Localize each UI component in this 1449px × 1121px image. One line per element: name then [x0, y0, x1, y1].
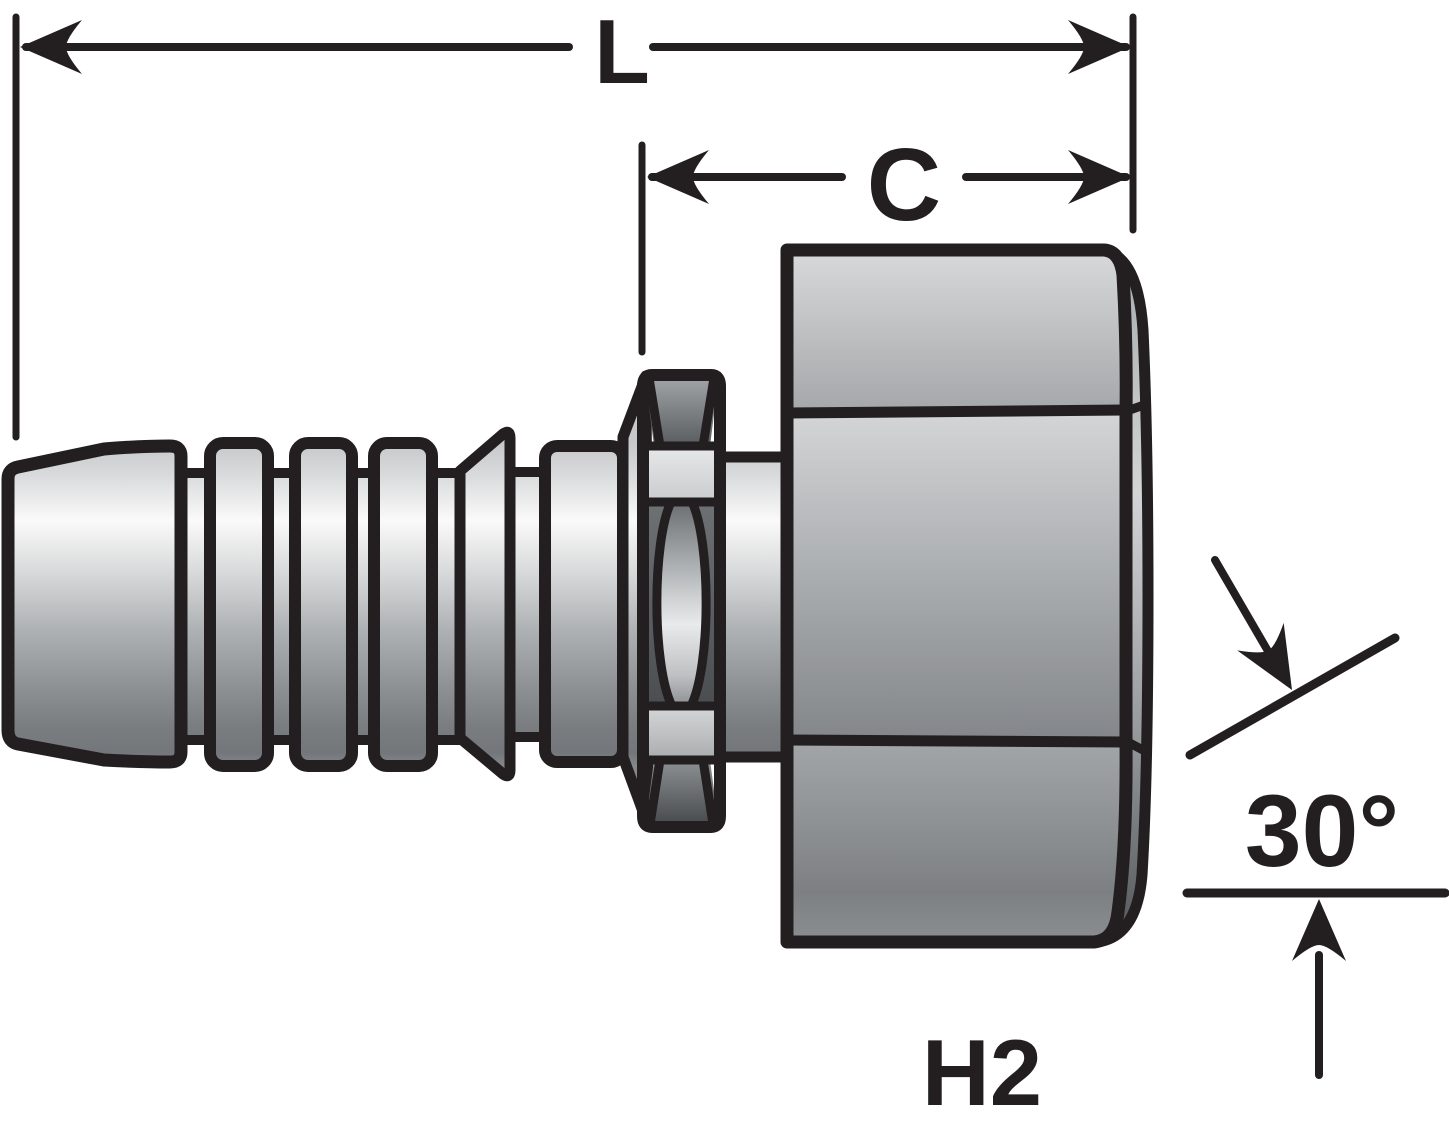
leader-line	[1211, 556, 1276, 662]
neck	[712, 451, 795, 763]
seat-angle-annotation	[1182, 556, 1449, 1079]
nut-outline	[780, 243, 1133, 949]
barb-ring	[368, 437, 438, 772]
label-cutoff-length: C	[867, 127, 941, 242]
label-hex-size: H2	[922, 1020, 1042, 1121]
dimension-C	[647, 150, 1130, 204]
dimension-L	[20, 20, 1130, 74]
hex-collar	[637, 369, 726, 833]
label-seat-angle: 30°	[1245, 774, 1399, 888]
seat-angle-line	[1185, 633, 1400, 760]
nut-facet-line-top	[781, 404, 1131, 419]
barb-ring	[289, 437, 358, 772]
flare-barb	[454, 426, 516, 782]
barb-rings	[204, 437, 438, 772]
collar-hex-lens	[652, 497, 711, 711]
stem-shoulder	[539, 440, 629, 768]
swivel-nut	[780, 243, 1133, 949]
nut-facet-line-bottom	[781, 734, 1131, 748]
dimension-annotations	[12, 13, 1449, 1079]
stem-nose	[1, 439, 188, 769]
collar-outline	[637, 369, 726, 833]
label-overall-length: L	[594, 2, 650, 103]
hose-fitting-drawing	[1, 243, 1154, 949]
barb-ring	[204, 437, 274, 772]
